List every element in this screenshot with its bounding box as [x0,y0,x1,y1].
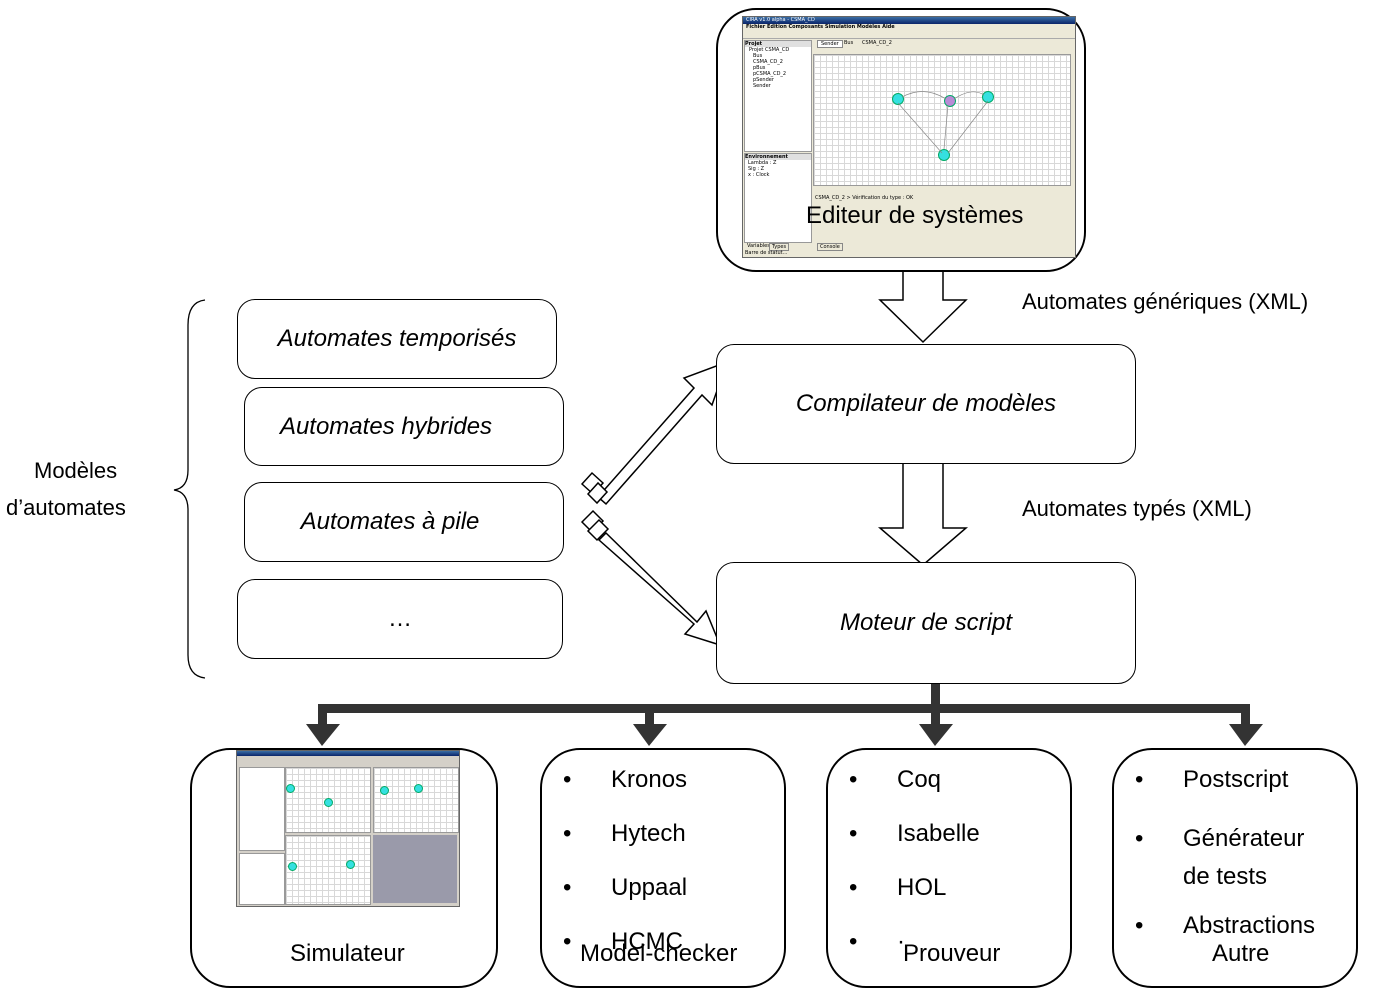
env-item: x : Clock [748,172,770,178]
sim-canvas-2 [373,767,459,833]
state-node [288,862,297,871]
environment-panel-title: Environnement [745,154,811,160]
arrow-models-to-compiler [580,360,729,506]
prover-item: Coq [849,766,980,820]
model-item-more: … [237,579,563,659]
model-checker-item: Kronos [563,766,687,820]
model-item-label: Automates à pile [300,508,480,535]
simulator-label: Simulateur [290,940,405,967]
prover-item: · [849,928,980,982]
tab-bus[interactable]: Bus [844,40,854,46]
prover-list: Coq Isabelle HOL · [849,766,980,982]
app-titlebar: CIRA v1.0 alpha - CSMA_CD [743,17,1075,24]
state-node[interactable] [892,93,904,105]
project-tree-item[interactable]: CSMA_CD_2 [753,59,783,65]
arrow-models-to-engine [580,509,722,647]
model-checker-item: Hytech [563,820,687,874]
tab-sender[interactable]: Sender [817,40,843,48]
project-panel: Projet Projet CSMA_CD Bus CSMA_CD_2 pBus… [744,40,812,152]
arrow-editor-to-compiler [878,269,968,344]
project-tree-item[interactable]: Projet CSMA_CD [749,47,790,53]
project-panel-title: Projet [745,41,811,47]
sim-titlebar [237,751,459,756]
console-tab[interactable]: Console [817,243,843,251]
generic-automata-label: Automates génériques (XML) [1022,289,1309,314]
model-item-label: Automates hybrides [279,412,493,440]
state-node [286,784,295,793]
env-item: Lambda : Z [748,160,777,166]
state-node [380,786,389,795]
status-bar: Barre de statut... [745,250,788,256]
model-item-label: Automates temporisés [277,325,517,352]
environment-panel: Environnement Lambda : Z Sig : Z x : Clo… [744,153,812,243]
prover-item: HOL [849,874,980,928]
sim-tree-panel [239,767,285,851]
editor-app-screenshot: CIRA v1.0 alpha - CSMA_CD Fichier Editio… [742,16,1076,258]
model-compiler-label: Compilateur de modèles [795,390,1057,417]
project-tree-item[interactable]: Bus [753,53,763,59]
model-checker-item: Uppaal [563,874,687,928]
other-item: Postscript [1135,766,1315,820]
automaton-canvas[interactable] [813,54,1071,186]
tab-types[interactable]: Types [769,243,790,251]
env-item: Sig : Z [748,166,765,172]
other-item: Abstractions [1135,912,1315,966]
other-label: Autre [1212,940,1270,967]
models-group-label-line1: Modèles [34,458,118,483]
sim-canvas-1 [285,767,371,833]
models-brace [173,299,206,679]
typed-automata-label: Automates typés (XML) [1022,496,1252,521]
project-tree-item[interactable]: pSender [753,77,774,83]
other-item: Générateur de tests [1135,820,1305,912]
app-toolbar [743,31,1075,39]
tab-csma-cd-2[interactable]: CSMA_CD_2 [862,40,892,46]
state-node[interactable] [982,91,994,103]
prover-label: Prouveur [903,940,1001,967]
sim-canvas-3 [285,835,371,905]
model-compiler-box: Compilateur de modèles [716,344,1136,464]
model-item-label: … [388,605,412,632]
model-item-timed: Automates temporisés [237,299,557,379]
output-distribution-bus [306,684,1263,746]
app-menubar: Fichier Edition Composants Simulation Mo… [746,24,895,30]
models-group-label-line2: d’automates [6,495,126,520]
other-list: Postscript Générateur de tests Abstracti… [1135,766,1315,966]
arrow-compiler-to-engine [877,461,969,566]
project-tree-item[interactable]: Sender [753,83,771,89]
model-item-hybrid: Automates hybrides [244,387,564,466]
connectors-layer [173,269,1263,746]
state-node [414,784,423,793]
verification-message: CSMA_CD_2 > Vérification du type : OK [815,195,914,201]
sim-empty-area [373,835,457,903]
sim-vars-panel [239,853,285,905]
state-node [324,798,333,807]
project-tree-item[interactable]: pBus [753,65,766,71]
other-item-text: Générateur de tests [1183,825,1305,890]
tab-variables[interactable]: Variables [747,243,770,249]
script-engine-box: Moteur de script [716,562,1136,684]
script-engine-label: Moteur de script [839,609,1013,636]
model-item-pushdown: Automates à pile [244,482,564,562]
prover-item: Isabelle [849,820,980,874]
editor-label: Editeur de systèmes [806,202,1024,229]
automaton-edges [897,91,989,154]
model-checker-list: Kronos Hytech Uppaal HCMC [563,766,687,982]
state-node [346,860,355,869]
simulator-app-screenshot [236,750,460,907]
model-checker-label: Model-checker [580,940,738,967]
project-tree-item[interactable]: pCSMA_CD_2 [753,71,787,77]
state-node[interactable] [944,95,956,107]
model-checker-item: HCMC [563,928,687,982]
